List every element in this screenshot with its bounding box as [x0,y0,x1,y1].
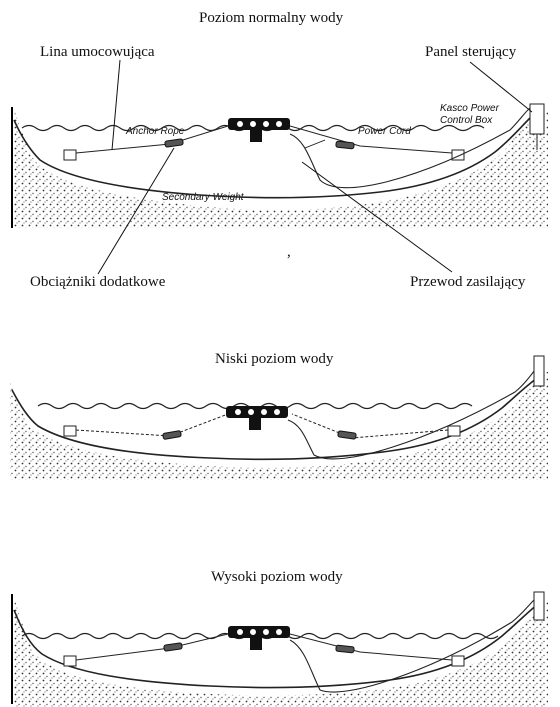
control-box-low [534,356,544,386]
pond-bed-low [10,372,548,480]
anchor-left [64,150,76,160]
anchor-rope-right [290,126,452,153]
pond-bed-high [14,598,548,707]
secondary-weight-left-low [163,430,182,439]
secondary-weight-right-low [338,431,357,439]
secondary-weight-right-high [336,645,355,653]
leader-anchor-rope [112,60,120,150]
anchor-left-low [64,426,76,436]
diagram-low [10,356,548,480]
secondary-weight-left-high [164,643,183,651]
anchor-left-high [64,656,76,666]
secondary-weight-left [165,139,184,147]
leader-control-panel [470,62,532,112]
diagram-normal [12,60,548,274]
control-box-high [534,592,544,620]
anchor-right-low [448,426,460,436]
aerator-motor [250,130,262,142]
control-box [530,104,544,134]
diagram-high [12,592,548,707]
secondary-weight-right [336,141,355,149]
anchor-right-high [452,656,464,666]
